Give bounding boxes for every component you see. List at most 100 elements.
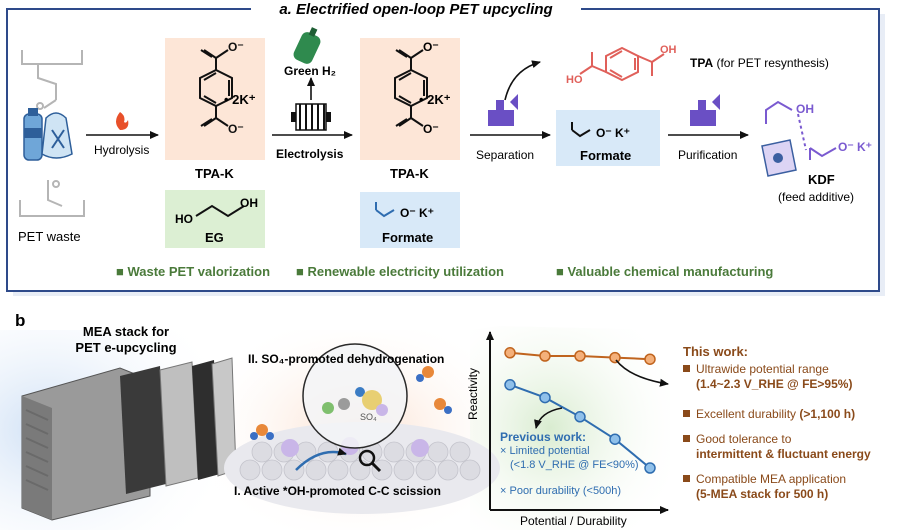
benefit-3: ■ Valuable chemical manufacturing <box>556 264 773 279</box>
series-1-point-2 <box>574 411 586 423</box>
this-work-item-1-text: Ultrawide potential range <box>696 362 829 376</box>
eg-structure <box>195 204 245 218</box>
separation-arrow <box>470 60 551 139</box>
reaction-arrow <box>295 447 347 471</box>
previous-item-1-text: Limited potential <box>509 445 590 457</box>
green-h2-label: Green H₂ <box>284 64 337 78</box>
chart-series <box>504 347 656 474</box>
this-work-item-1: Ultrawide potential range (1.4~2.3 V_RHE… <box>696 362 852 392</box>
pet-waste-label: PET waste <box>18 229 81 244</box>
this-work-title: This work: <box>683 344 749 359</box>
kdf-oh: OH <box>796 102 814 116</box>
separation-plant-icon <box>488 94 518 126</box>
purification-plant-icon <box>690 94 720 126</box>
eg-ho: HO <box>175 212 193 226</box>
feed-bag-icon <box>761 139 797 177</box>
formate-structure-1 <box>375 202 395 218</box>
mea-title-2: PET e-upcycling <box>75 340 177 355</box>
series-1-point-4 <box>644 462 656 474</box>
molecules <box>250 366 452 440</box>
tpa-ho: HO <box>566 74 583 86</box>
chart-callout-arrows <box>534 359 669 429</box>
tpa-note: (for PET resynthesis) <box>716 56 829 70</box>
previous-item-3-marker: × <box>500 485 510 497</box>
tpa-label: TPA (for PET resynthesis) <box>690 56 829 70</box>
previous-item-3: × Poor durability (<500h) <box>500 484 639 498</box>
catalyst-surface <box>224 422 500 514</box>
panel-a-title: a. Electrified open-loop PET upcycling <box>279 1 553 18</box>
series-1-point-1 <box>539 391 551 404</box>
eg-box <box>165 190 265 248</box>
this-work-item-4-sub: (5-MEA stack for 500 h) <box>696 487 829 501</box>
this-work-item-3: Good tolerance to intermittent & fluctua… <box>696 432 871 462</box>
charge-label-1: • 2K⁺ <box>224 92 256 107</box>
tpak-structure-2 <box>394 49 428 127</box>
carboxylate-o-bot-1: O⁻ <box>228 122 244 136</box>
series-1-point-3 <box>609 433 621 445</box>
previous-title: Previous work: <box>500 430 587 444</box>
mea-stack-image <box>21 357 237 521</box>
flame-icon <box>116 112 129 130</box>
purification-label: Purification <box>678 148 738 162</box>
benefit-1: ■ Waste PET valorization <box>116 264 270 279</box>
benefit-3-bullet: ■ <box>556 264 568 279</box>
this-work-item-3-sub: intermittent & fluctuant energy <box>696 447 871 461</box>
charge-label-2: • 2K⁺ <box>419 92 451 107</box>
kdf-ion: O⁻ K⁺ <box>838 140 873 154</box>
step1-label: I. Active *OH-promoted C-C scission <box>234 484 441 498</box>
kdf-structure <box>765 100 837 160</box>
this-work-item-2-strong: (>1,100 h) <box>799 407 856 421</box>
this-work-bullets <box>683 365 690 482</box>
carboxylate-o-top-2: O⁻ <box>423 40 439 54</box>
series-1-point-0 <box>504 379 516 391</box>
magnifier-circle <box>302 343 408 449</box>
benefit-2-bullet: ■ <box>296 264 308 279</box>
this-work-item-2: Excellent durability (>1,100 h) <box>696 407 855 421</box>
so4-small-label: SO₄ <box>360 412 377 422</box>
benefit-2-text: Renewable electricity utilization <box>307 264 504 279</box>
electrolyzer-icon <box>291 103 331 131</box>
formate-label-1: Formate <box>382 230 434 245</box>
tpak-label-1: TPA-K <box>195 166 234 181</box>
step2-label: II. SO₄-promoted dehydrogenation <box>248 352 445 366</box>
kdf-label: KDF <box>808 172 835 187</box>
bottle-and-bag-icon <box>23 108 73 161</box>
formate-structure-2 <box>571 122 591 138</box>
pet-polymer-structure <box>19 50 85 217</box>
series-0-point-2 <box>574 350 586 362</box>
previous-item-3-text: Poor durability (<500h) <box>509 485 622 497</box>
this-work-item-1-sub: (1.4~2.3 V_RHE @ FE>95%) <box>696 377 853 391</box>
tpak-label-2: TPA-K <box>390 166 429 181</box>
tpa-name: TPA <box>690 56 714 70</box>
mea-title: MEA stack for PET e-upcycling <box>66 324 186 356</box>
formate-ion-1: O⁻ K⁺ <box>400 206 435 220</box>
electrolysis-label: Electrolysis <box>276 147 344 161</box>
carboxylate-o-top-1: O⁻ <box>228 40 244 54</box>
hydrogen-tank-icon <box>293 27 321 64</box>
previous-item-2: (<1.8 V_RHE @ FE<90%) <box>510 459 639 471</box>
x-axis-label: Potential / Durability <box>520 514 627 528</box>
y-axis-label: Reactivity <box>466 367 480 420</box>
chart-background <box>470 326 670 530</box>
carboxylate-o-bot-2: O⁻ <box>423 122 439 136</box>
tpa-structure <box>579 46 665 82</box>
kdf-note: (feed additive) <box>778 190 855 204</box>
this-work-item-2-text: Excellent durability <box>696 407 797 421</box>
benefit-3-text: Valuable chemical manufacturing <box>567 264 774 279</box>
previous-item-1-marker: × <box>500 445 510 457</box>
this-work-item-3-text: Good tolerance to <box>696 432 792 446</box>
series-0-point-1 <box>539 350 551 362</box>
previous-work: Previous work: × Limited potential (<1.8… <box>500 430 639 498</box>
chart-axes <box>486 331 669 514</box>
benefit-2: ■ Renewable electricity utilization <box>296 264 504 279</box>
previous-item-1: × Limited potential <box>500 444 639 458</box>
this-work-item-4: Compatible MEA application (5-MEA stack … <box>696 472 846 502</box>
tpak-structure-1 <box>199 49 233 127</box>
benefit-1-text: Waste PET valorization <box>127 264 271 279</box>
formate-box-1 <box>360 192 460 248</box>
formate-box-2 <box>556 110 660 166</box>
panel-a-title-box: a. Electrified open-loop PET upcycling <box>251 0 581 21</box>
this-work: This work: <box>683 344 893 359</box>
electrolysis-arrow <box>272 77 353 139</box>
eg-label: EG <box>205 230 224 245</box>
